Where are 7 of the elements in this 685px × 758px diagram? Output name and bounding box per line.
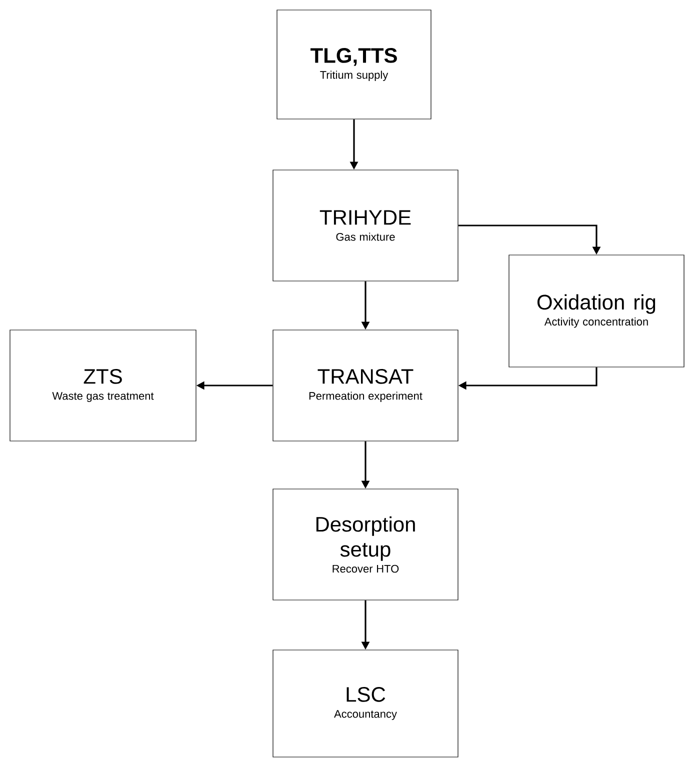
process-box: TRANSAT Permeation experiment	[272, 330, 458, 442]
process-box: TRIHYDE Gas mixture	[272, 170, 458, 282]
process-box: ZTS Waste gas treatment	[10, 330, 196, 442]
process-box: LSC Accountancy	[272, 650, 458, 758]
process-box: TLG,TTS Tritium supply	[276, 10, 432, 120]
process-box: Oxidation rig Activity concentration	[508, 254, 684, 368]
process-box: Desorption setup Recover HTO	[272, 488, 458, 600]
